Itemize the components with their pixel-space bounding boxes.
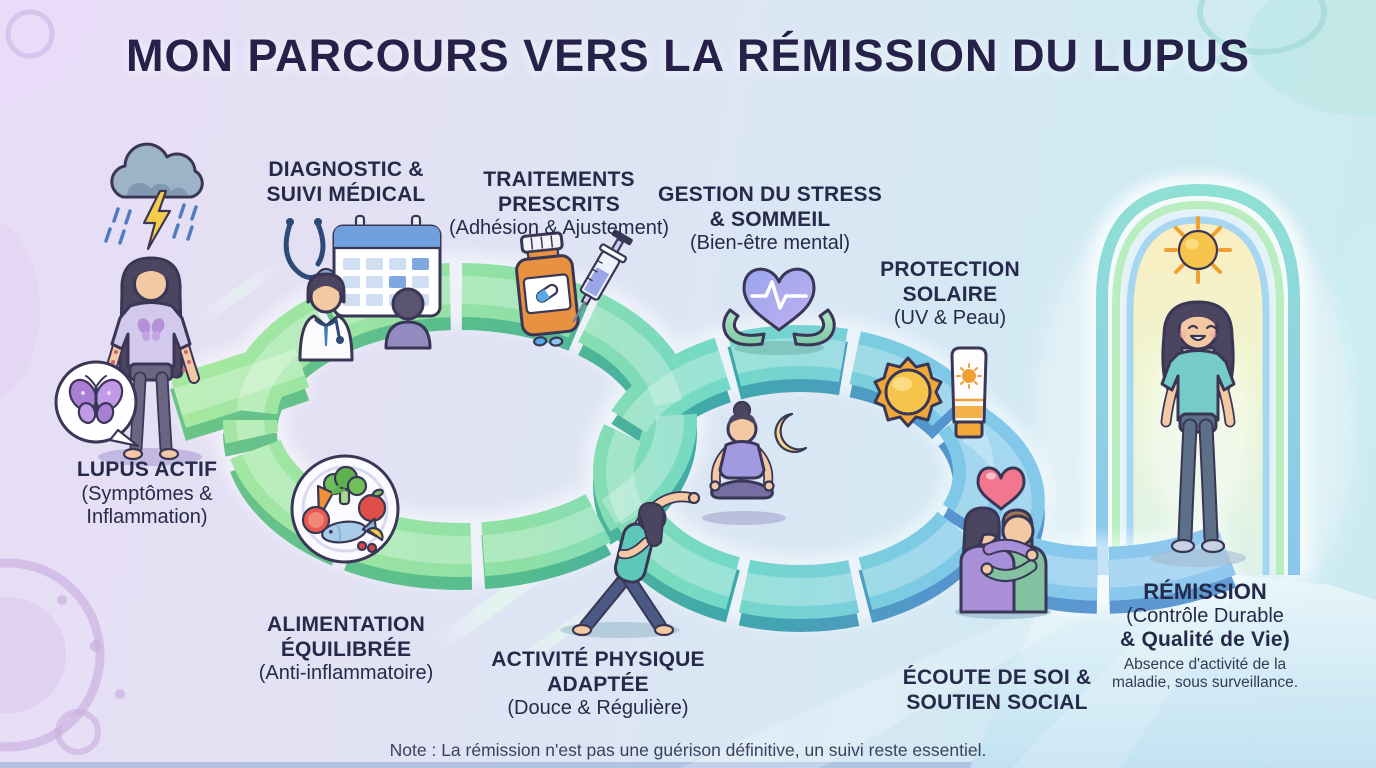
medication-group bbox=[515, 229, 633, 347]
label-line: (Adhésion & Ajustement) bbox=[448, 217, 670, 240]
step-label-remission: RÉMISSION (Contrôle Durable & Qualité de… bbox=[1112, 579, 1298, 693]
label-line: LUPUS ACTIF bbox=[76, 458, 218, 481]
syringe-icon bbox=[572, 229, 633, 323]
pill-bottle-icon bbox=[515, 231, 580, 347]
step-label-alimentation: ALIMENTATION ÉQUILIBRÉE (Anti-inflammato… bbox=[259, 613, 433, 686]
healthy-plate-icon bbox=[290, 454, 400, 564]
label-line: RÉMISSION bbox=[1143, 579, 1267, 604]
label-line: (Anti-inflammatoire) bbox=[258, 662, 434, 685]
stretching-icon bbox=[560, 491, 701, 638]
label-line: maladie, sous surveillance. bbox=[1111, 674, 1299, 692]
label-line: (Douce & Régulière) bbox=[507, 697, 689, 720]
label-line: (UV & Peau) bbox=[893, 307, 1007, 330]
remission-woman-icon bbox=[1150, 300, 1246, 567]
label-line: ACTIVITÉ PHYSIQUE bbox=[491, 648, 705, 671]
label-line: (Contrôle Durable bbox=[1126, 604, 1284, 627]
label-line: Inflammation) bbox=[86, 505, 208, 528]
storm-cloud-icon bbox=[104, 142, 204, 251]
label-line: SOLAIRE bbox=[902, 282, 998, 306]
infographic-title: MON PARCOURS VERS LA RÉMISSION DU LUPUS bbox=[125, 30, 1251, 81]
label-line: Absence d'activité de la bbox=[1123, 655, 1287, 673]
label-line: ALIMENTATION bbox=[267, 613, 425, 636]
hug-icon bbox=[955, 466, 1051, 619]
step-label-lupus: LUPUS ACTIF (Symptômes & Inflammation) bbox=[77, 458, 217, 529]
label-line: PRESCRITS bbox=[498, 192, 620, 216]
footnote: Note : La rémission n'est pas une guéris… bbox=[389, 740, 987, 760]
sunscreen-icon bbox=[950, 346, 988, 439]
label-line: & SOMMEIL bbox=[709, 207, 831, 231]
hands-heart-icon bbox=[722, 267, 836, 355]
sun-icon bbox=[873, 356, 943, 428]
label-line: TRAITEMENTS bbox=[483, 168, 635, 191]
label-line: SOUTIEN SOCIAL bbox=[906, 690, 1088, 714]
label-line: ÉCOUTE DE SOI & bbox=[902, 666, 1092, 689]
sun-protection-group bbox=[873, 346, 988, 439]
meditation-icon bbox=[702, 400, 808, 525]
label-line: (Bien-être mental) bbox=[689, 232, 851, 255]
sun-icon bbox=[1164, 216, 1232, 284]
label-line: ÉQUILIBRÉE bbox=[280, 637, 412, 661]
label-line: ADAPTÉE bbox=[547, 672, 649, 696]
step-label-diagnostic: DIAGNOSTIC & SUIVI MÉDICAL bbox=[267, 158, 426, 207]
label-line: (Symptômes & bbox=[81, 482, 213, 505]
doctor-patient-icon bbox=[283, 214, 442, 362]
step-label-ecoute: ÉCOUTE DE SOI & SOUTIEN SOCIAL bbox=[903, 666, 1092, 715]
step-label-solaire: PROTECTION SOLAIRE (UV & Peau) bbox=[880, 258, 1020, 331]
butterfly-icon bbox=[54, 360, 140, 448]
step-label-stress: GESTION DU STRESS & SOMMEIL (Bien-être m… bbox=[658, 183, 882, 256]
moon-icon bbox=[774, 412, 808, 453]
label-line: GESTION DU STRESS bbox=[658, 183, 882, 206]
label-line: SUIVI MÉDICAL bbox=[266, 182, 426, 206]
label-line: PROTECTION bbox=[880, 258, 1020, 281]
label-line: & Qualité de Vie) bbox=[1120, 628, 1290, 652]
label-line: DIAGNOSTIC & bbox=[268, 158, 424, 181]
step-label-activite: ACTIVITÉ PHYSIQUE ADAPTÉE (Douce & Régul… bbox=[491, 648, 704, 721]
step-label-traitements: TRAITEMENTS PRESCRITS (Adhésion & Ajuste… bbox=[449, 168, 669, 241]
